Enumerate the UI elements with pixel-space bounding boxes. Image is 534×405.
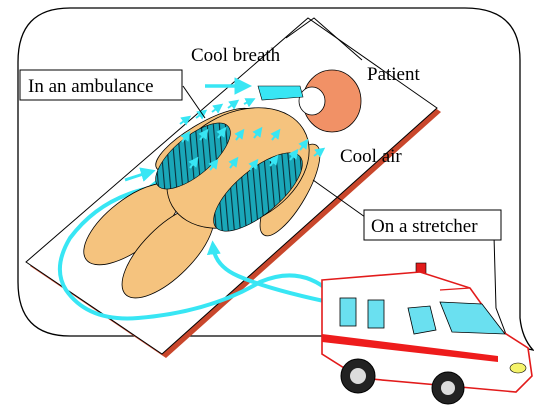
patient-label: Patient bbox=[367, 64, 420, 85]
cool-air-label: Cool air bbox=[340, 146, 402, 167]
cooling-mask bbox=[299, 87, 325, 115]
cool-breath-label: Cool breath bbox=[191, 45, 281, 66]
ambulance-rear-window-1 bbox=[340, 298, 356, 326]
in-ambulance-text: In an ambulance bbox=[28, 76, 154, 97]
label-on-stretcher: On a stretcher bbox=[364, 210, 501, 240]
ambulance-headlight bbox=[510, 363, 526, 373]
label-in-ambulance: In an ambulance bbox=[20, 70, 182, 100]
on-stretcher-text: On a stretcher bbox=[371, 216, 478, 237]
ambulance-rear-window-2 bbox=[368, 300, 384, 328]
ambulance-icon bbox=[322, 263, 532, 404]
